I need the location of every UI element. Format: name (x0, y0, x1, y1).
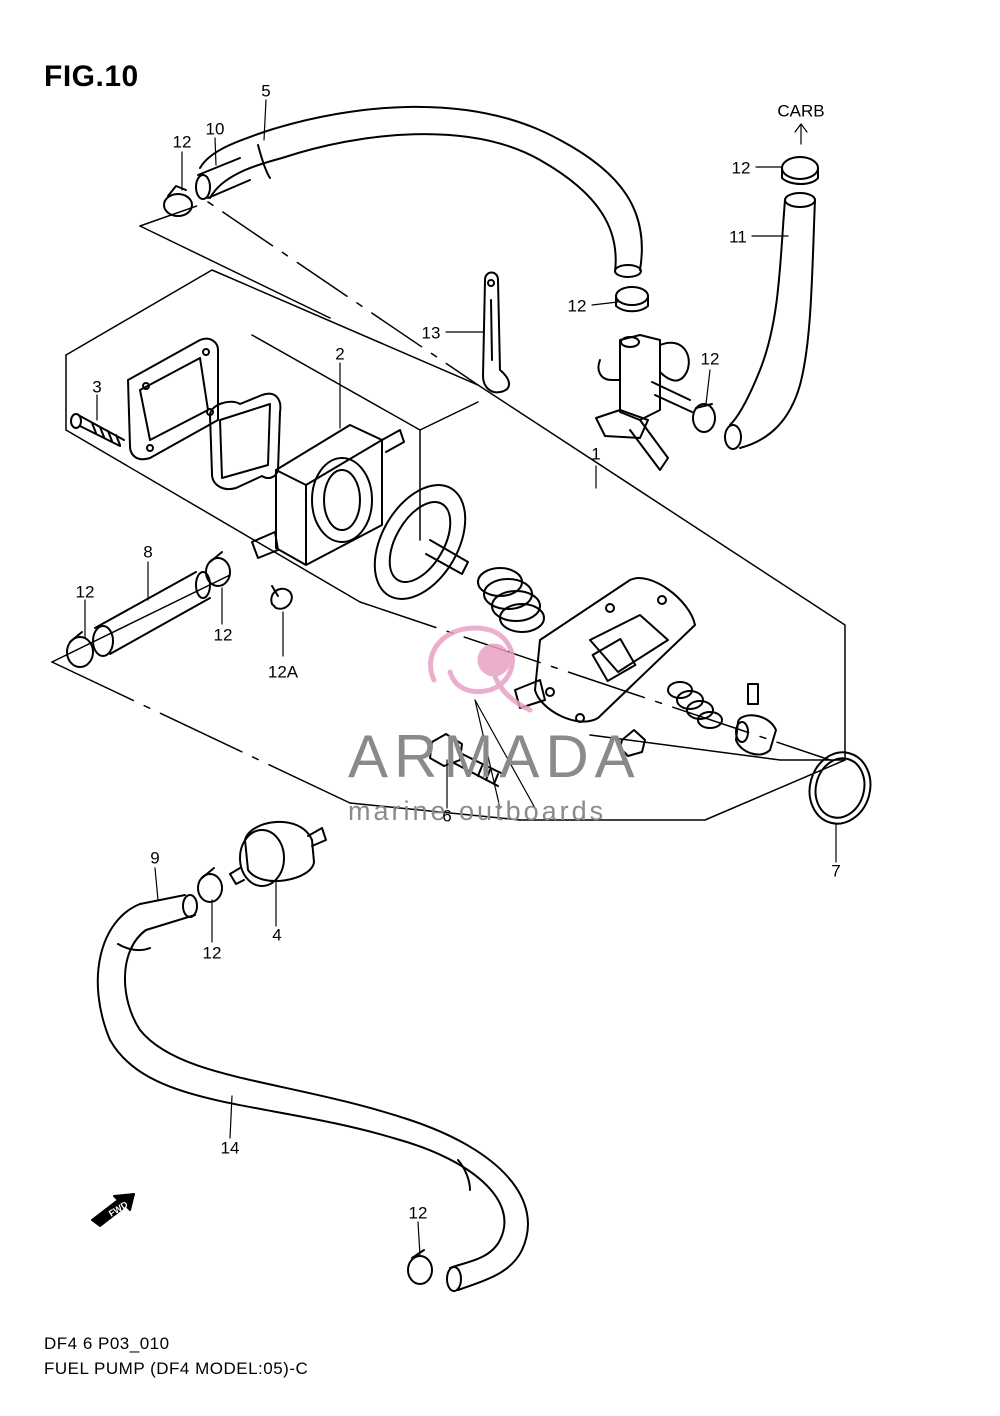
screw-3 (70, 413, 125, 447)
figure-title: FIG.10 (44, 60, 139, 93)
clip-12-middle-left (205, 551, 231, 587)
callout-8: 8 (143, 542, 153, 562)
callout-12: 12 (213, 625, 233, 645)
clip-12-top-left (163, 185, 193, 217)
clip-12-filter (197, 867, 223, 903)
nut (619, 729, 646, 757)
callout-12: 12 (202, 943, 222, 963)
callout-5: 5 (261, 81, 271, 101)
callout-6: 6 (442, 806, 452, 826)
pump-body (251, 424, 405, 566)
fuel-cock (595, 334, 693, 471)
spring-small (667, 681, 723, 729)
callout-3: 3 (92, 377, 102, 397)
callout-1: 1 (591, 444, 601, 464)
diaphragm (373, 484, 469, 600)
clip-12-bottom (407, 1249, 433, 1285)
callout-12: 12 (75, 582, 95, 602)
valve-cap (735, 714, 777, 756)
callout-13: 13 (421, 323, 441, 343)
bracket-13 (482, 271, 510, 394)
gasket (209, 392, 282, 490)
spring-large (477, 567, 545, 633)
pin (747, 683, 759, 705)
callout-12: 12 (700, 349, 720, 369)
callout-10: 10 (205, 119, 225, 139)
callout-12: 12 (731, 158, 751, 178)
bolt-6 (429, 733, 506, 787)
forward-direction-arrow (91, 1193, 135, 1227)
watermark-subtitle: marine outboards (348, 796, 607, 826)
callout-12: 12 (567, 296, 587, 316)
diagram-caption: FUEL PUMP (DF4 MODEL:05)-C (44, 1359, 309, 1378)
clip-12-cock-right (692, 403, 716, 433)
hose-5 (199, 105, 643, 278)
clip-12-carb (781, 156, 819, 185)
clip-12-cock (615, 286, 649, 313)
callout-4: 4 (272, 925, 282, 945)
hose-9 (139, 894, 198, 931)
callout-12: 12 (408, 1203, 428, 1223)
callout-7: 7 (831, 861, 841, 881)
callout-9: 9 (150, 848, 160, 868)
hose-10 (195, 157, 251, 200)
o-ring-7 (808, 751, 872, 825)
leader-lines (84, 99, 837, 1257)
fuel-filter-4 (229, 820, 327, 887)
clip-12A (270, 585, 293, 610)
watermark-brand: ARMADA (348, 723, 641, 790)
hose-8 (92, 571, 211, 657)
cover-plate (127, 337, 219, 461)
hose-14 (96, 903, 529, 1292)
callout-12A: 12A (267, 662, 299, 682)
diagram-code: DF4 6 P03_010 (44, 1334, 170, 1353)
callout-carb: CARB (777, 101, 825, 121)
hose-11 (724, 192, 816, 450)
callout-14: 14 (220, 1138, 240, 1158)
callout-12: 12 (172, 132, 192, 152)
pump-cover (514, 577, 696, 723)
watermark-logo (428, 625, 533, 713)
clip-12-left (66, 631, 94, 668)
callout-11: 11 (729, 227, 747, 247)
callout-2: 2 (335, 344, 345, 364)
